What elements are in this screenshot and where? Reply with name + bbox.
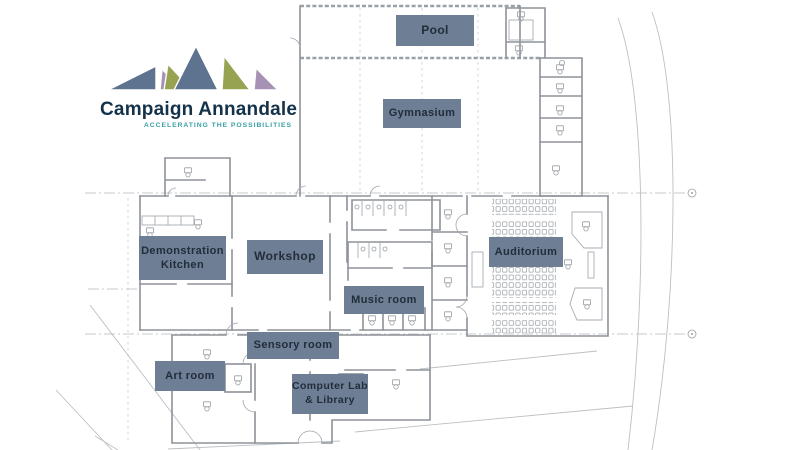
room-label-gymnasium: Gymnasium [383, 99, 461, 128]
logo-title: Campaign Annandale [100, 99, 298, 120]
right-rooms [539, 57, 583, 197]
room-label-sensory-room: Sensory room [247, 332, 339, 359]
logo-tagline: ACCELERATING THE POSSIBILITIES [143, 122, 292, 129]
logo-triangle-olive-right [221, 54, 252, 91]
room-label-workshop: Workshop [247, 240, 323, 274]
room-label-pool: Pool [396, 15, 474, 46]
auditorium-seats [492, 199, 556, 333]
room-label-music-room: Music room [344, 286, 424, 314]
room-label-art-room: Art room [155, 361, 225, 391]
logo-mark [107, 44, 280, 91]
logo: Campaign Annandale ACCELERATING THE POSS… [100, 44, 298, 129]
room-label-demonstration-kitchen: Demonstration Kitchen [139, 236, 226, 280]
restroom-walls [347, 195, 468, 331]
logo-triangle-slate-peak [172, 44, 220, 91]
middle-section-walls [139, 157, 468, 331]
auditorium-walls [466, 195, 609, 337]
room-label-computer-lab-library: Computer Lab & Library [292, 374, 368, 414]
pool-gym-walls [299, 4, 546, 197]
logo-triangle-slate-left [107, 64, 157, 91]
datum-lines [85, 8, 697, 440]
site-lines [55, 11, 674, 450]
room-label-auditorium: Auditorium [489, 237, 563, 267]
logo-triangle-purple-right [253, 66, 280, 91]
